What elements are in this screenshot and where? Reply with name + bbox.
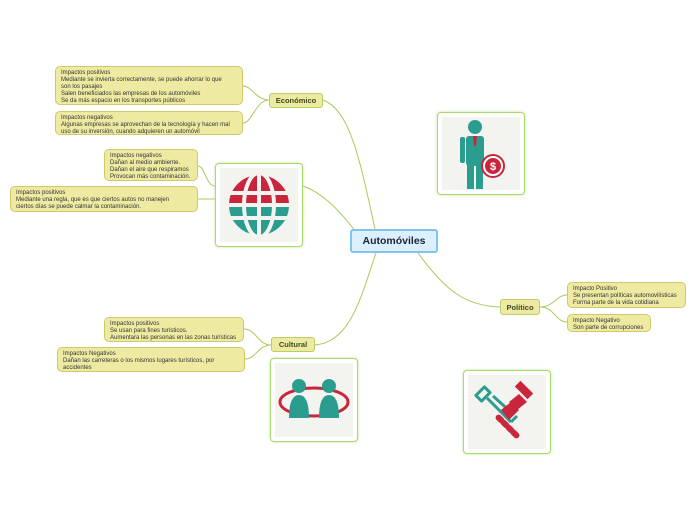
note-line: ciertos días se puede calmar la contamin…: [16, 204, 142, 210]
note-cultural-positive[interactable]: Impactos positivos Se usan para fines tu…: [104, 317, 244, 342]
link-eco-neg: [242, 99, 270, 124]
image-card-businessman[interactable]: $: [437, 112, 525, 195]
people-talking-icon: [278, 379, 350, 418]
note-line: Impactos negativos: [110, 153, 162, 159]
link-central-ambiental: [302, 185, 357, 233]
note-line: Aumentara las personas en las zonas turí…: [110, 335, 237, 341]
link-cul-pos: [243, 328, 272, 346]
note-ambiental-positive[interactable]: Impactos positivos Mediante una regla, q…: [10, 186, 198, 212]
note-line: Impacto Negativo: [573, 318, 620, 324]
note-economico-positive[interactable]: Impactos positivos Mediante se invierta …: [55, 66, 243, 105]
image-card-people[interactable]: [270, 358, 358, 442]
link-pol-pos: [539, 294, 568, 308]
central-topic[interactable]: Automóviles: [350, 229, 438, 253]
note-line: Impactos positivos: [16, 190, 66, 196]
note-ambiental-negative[interactable]: Impactos negativos Dañan al medio ambien…: [104, 149, 198, 181]
note-economico-negative[interactable]: Impactos negativos Algunas empresas se a…: [55, 111, 243, 135]
link-pol-neg: [539, 306, 568, 323]
svg-text:$: $: [490, 161, 496, 173]
note-line: Impactos positivos: [110, 321, 160, 327]
note-line: Algunas empresas se aprovechan de la tec…: [61, 122, 230, 128]
note-line: Mediante una regla, que es que ciertos a…: [16, 197, 170, 203]
note-line: Salen beneficiados las empresas de los a…: [61, 91, 201, 97]
link-central-cultural: [314, 252, 377, 346]
link-central-economico: [322, 99, 376, 230]
note-line: Mediante se invierta correctamente, se p…: [61, 77, 222, 83]
branch-cultural-label: Cultural: [278, 340, 308, 349]
note-politico-negative[interactable]: Impacto Negativo Son parte de corrupcion…: [567, 314, 651, 332]
link-eco-pos: [242, 85, 270, 101]
note-line: Se presentan políticas automovilísticas: [573, 293, 677, 299]
note-politico-positive[interactable]: Impacto Positivo Se presentan políticas …: [567, 282, 686, 308]
branch-politico[interactable]: Político: [500, 299, 540, 315]
note-line: Provocan más contaminación.: [110, 174, 191, 180]
businessman-dollar-icon: $: [460, 119, 505, 189]
note-line: Impactos Negativos: [63, 351, 116, 357]
image-card-handshake[interactable]: [463, 370, 551, 454]
note-cultural-negative[interactable]: Impactos Negativos Dañan las carreteras …: [57, 347, 245, 372]
note-line: Impactos negativos: [61, 115, 113, 121]
branch-economico-label: Económico: [275, 96, 317, 105]
branch-politico-label: Político: [506, 302, 534, 312]
note-line: Se da más espacio en los transportes púb…: [61, 98, 186, 104]
central-topic-title: Automóviles: [362, 235, 426, 247]
branch-cultural[interactable]: Cultural: [271, 337, 315, 352]
image-card-globe[interactable]: [215, 163, 303, 247]
note-line: Impacto Positivo: [573, 286, 618, 292]
link-amb-neg: [197, 165, 216, 187]
note-line: Son parte de corrupciones: [573, 325, 644, 331]
branch-economico[interactable]: Económico: [269, 93, 323, 108]
globe-icon: [225, 171, 293, 239]
note-line: Dañan al medio ambiente.: [110, 160, 181, 166]
note-line: Dañan el aire que respiramos: [110, 167, 189, 173]
note-line: uso de su inversión, cuando adquieren un…: [61, 129, 200, 135]
link-central-politico: [417, 252, 501, 308]
note-line: Dañan las carreteras o los mismos lugare…: [63, 358, 215, 371]
handshake-icon: [474, 380, 534, 439]
note-line: Forma parte de la vida cotidiana: [573, 300, 659, 306]
link-cul-neg: [244, 344, 272, 360]
note-line: Impactos positivos: [61, 70, 111, 76]
note-line: son los pasajes: [61, 84, 103, 90]
note-line: Se usan para fines turísticos.: [110, 328, 188, 334]
